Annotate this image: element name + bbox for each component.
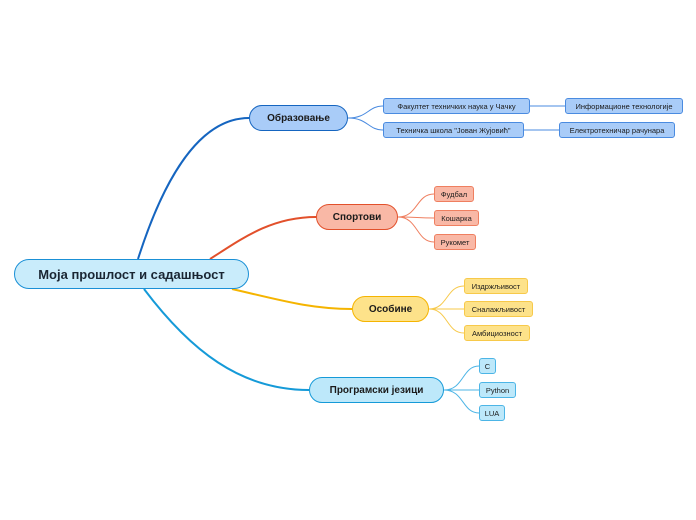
sports-item-handball[interactable]: Рукомет bbox=[434, 234, 476, 250]
education-item-faculty[interactable]: Факултет техничких наука у Чачку bbox=[383, 98, 530, 114]
branch-education[interactable]: Образовање bbox=[249, 105, 348, 131]
link-languages bbox=[143, 288, 310, 391]
education-detail-computer-tech[interactable]: Електротехничар рачунара bbox=[559, 122, 675, 138]
link-sport-3 bbox=[397, 216, 435, 243]
link-sports bbox=[209, 216, 317, 260]
central-topic[interactable]: Моја прошлост и садашњост bbox=[14, 259, 249, 289]
languages-item-c[interactable]: C bbox=[479, 358, 496, 374]
branch-sports[interactable]: Спортови bbox=[316, 204, 398, 230]
traits-item-resourcefulness[interactable]: Сналажљивост bbox=[464, 301, 533, 317]
link-sport-1 bbox=[397, 193, 435, 218]
education-item-school[interactable]: Техничка школа "Јован Жујовић" bbox=[383, 122, 524, 138]
link-edu-1 bbox=[347, 105, 384, 119]
link-lang-1 bbox=[443, 365, 480, 391]
sports-item-football[interactable]: Фудбал bbox=[434, 186, 474, 202]
traits-item-endurance[interactable]: Издржљивост bbox=[464, 278, 528, 294]
link-edu-2 bbox=[347, 117, 384, 131]
link-lang-3 bbox=[443, 389, 480, 414]
link-trait-3 bbox=[428, 308, 465, 334]
branch-traits[interactable]: Особине bbox=[352, 296, 429, 322]
link-education bbox=[137, 117, 250, 260]
link-traits bbox=[231, 288, 353, 310]
sports-item-basketball[interactable]: Кошарка bbox=[434, 210, 479, 226]
traits-item-ambition[interactable]: Амбициозност bbox=[464, 325, 530, 341]
languages-item-python[interactable]: Python bbox=[479, 382, 516, 398]
link-trait-1 bbox=[428, 285, 465, 310]
education-detail-it[interactable]: Информационе технологије bbox=[565, 98, 683, 114]
branch-programming-languages[interactable]: Програмски језици bbox=[309, 377, 444, 403]
languages-item-lua[interactable]: LUA bbox=[479, 405, 505, 421]
